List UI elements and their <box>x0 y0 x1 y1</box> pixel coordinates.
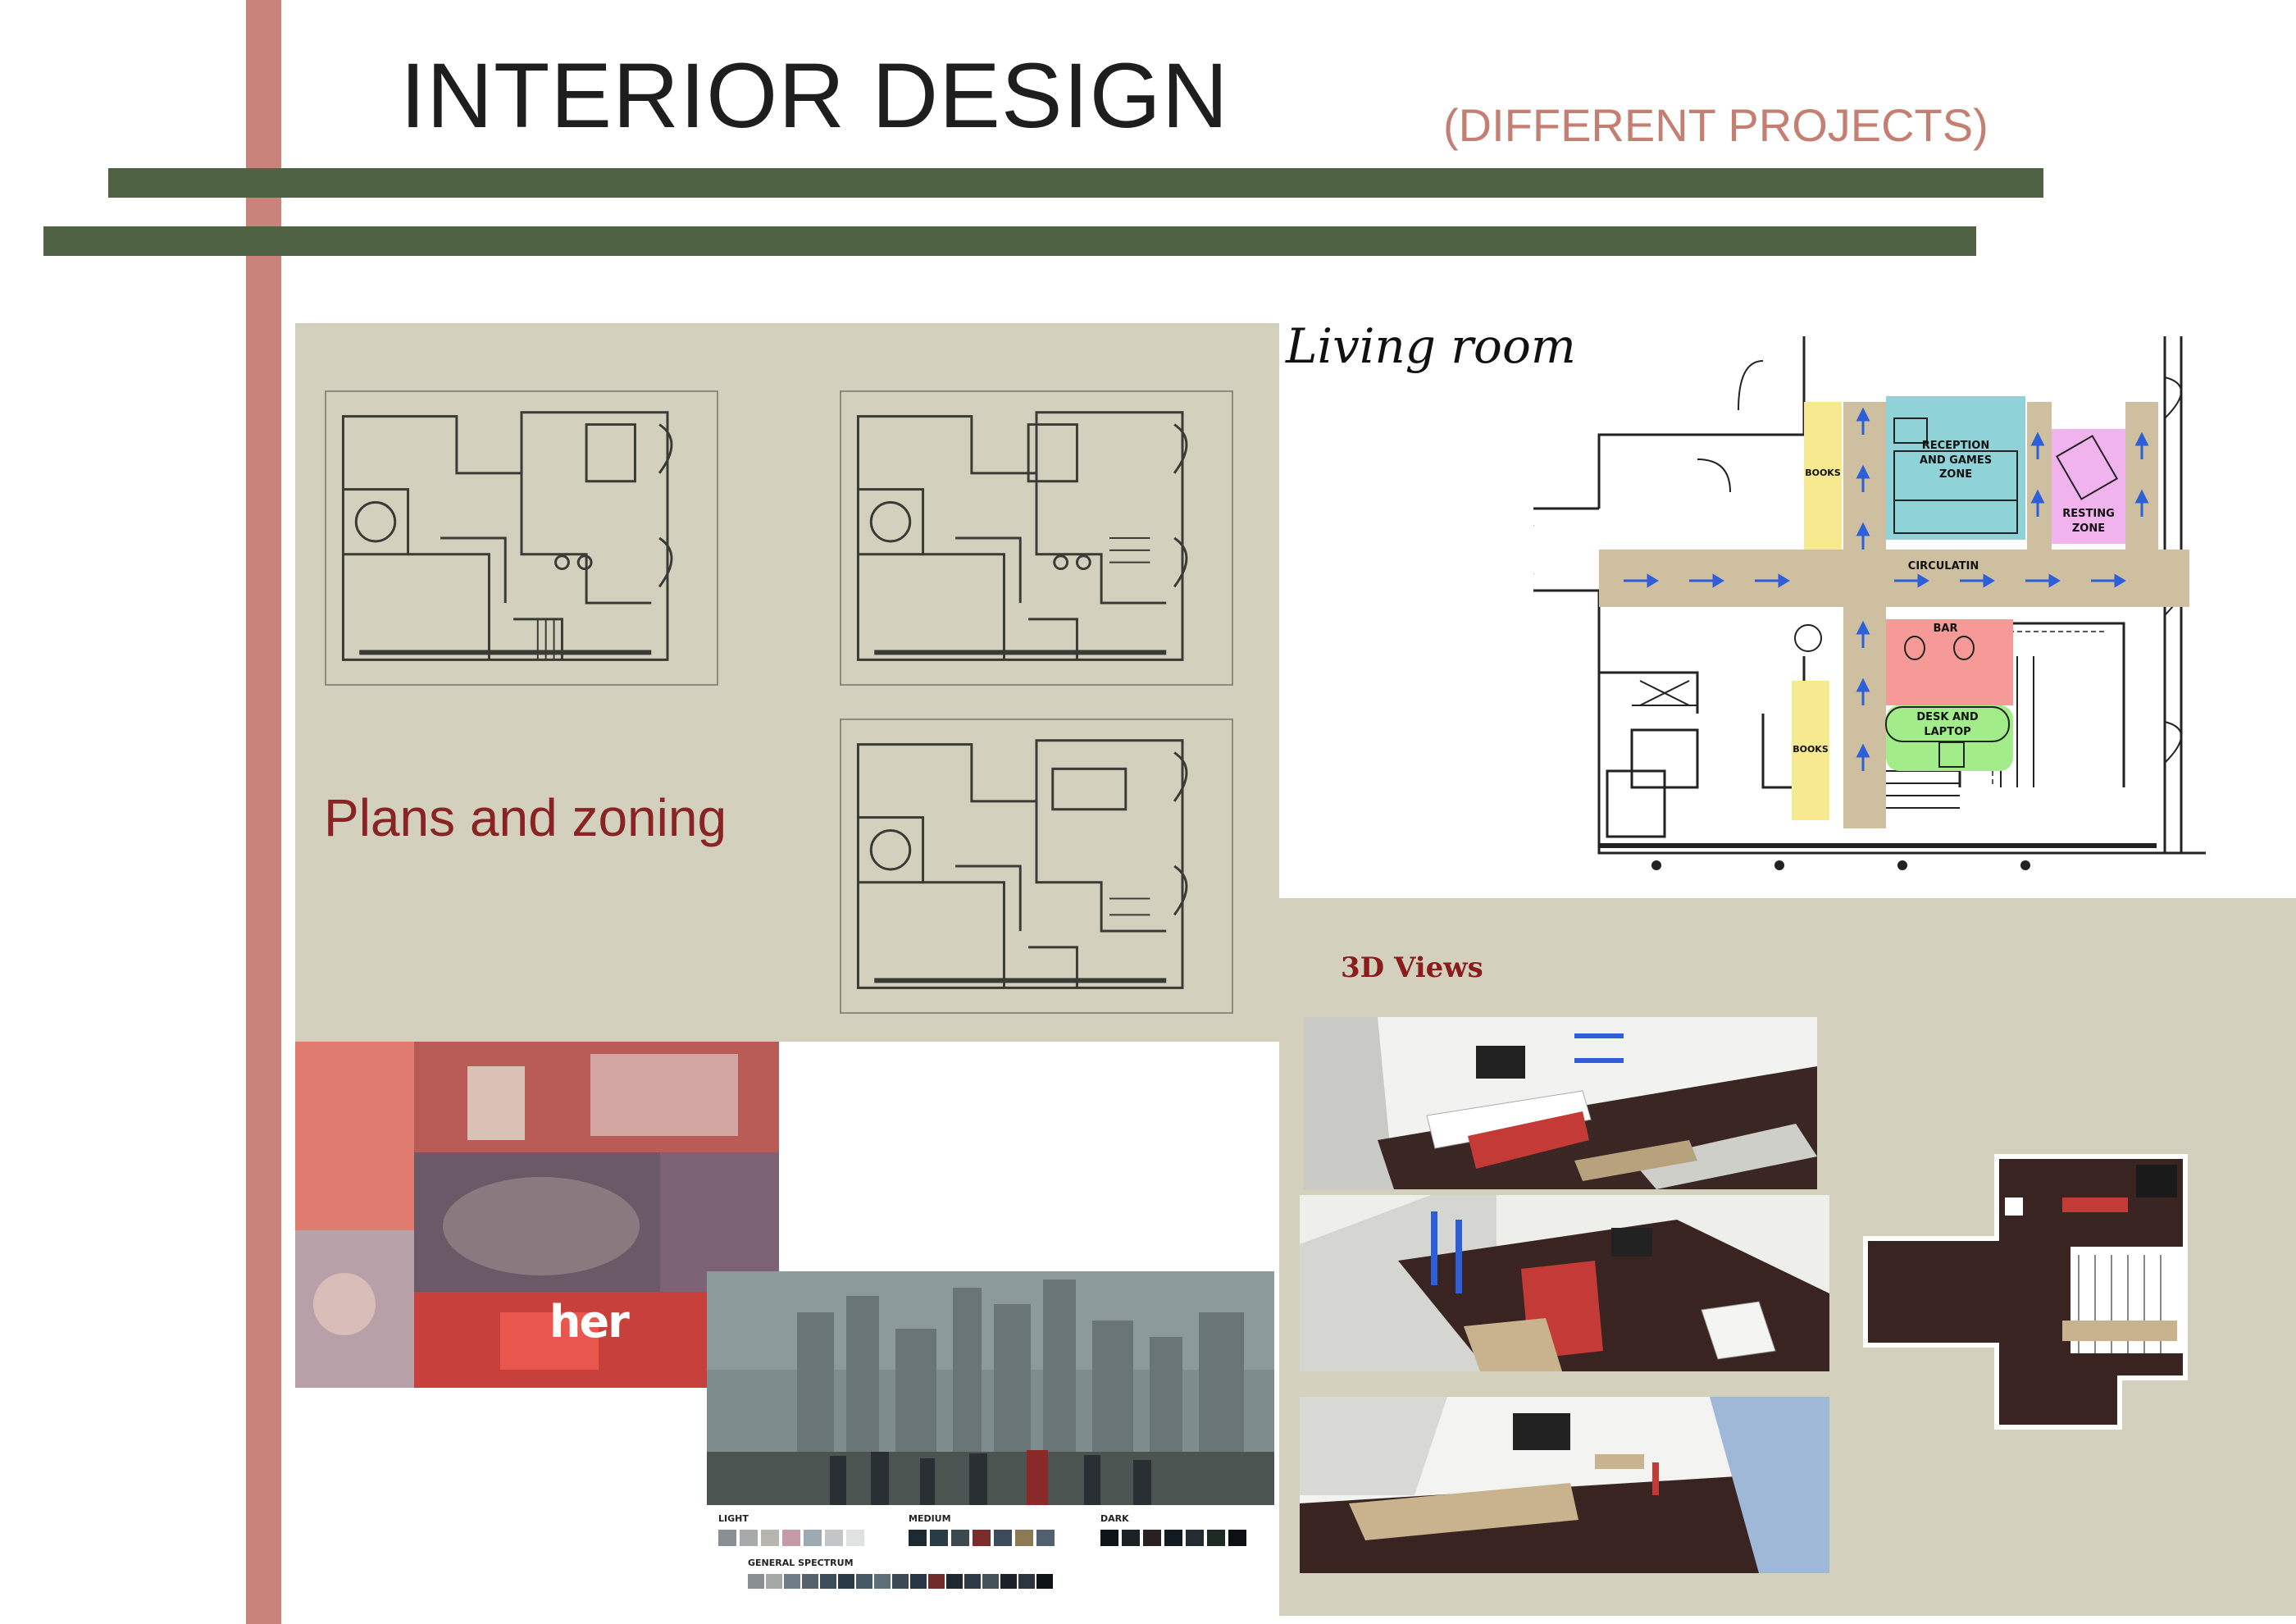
render-image <box>1300 1195 1829 1371</box>
palette-swatch-dark-4 <box>1186 1530 1204 1546</box>
palette-light-label: LIGHT <box>718 1513 749 1524</box>
render-image <box>1304 1017 1817 1189</box>
zone-books-bottom: BOOKS <box>1793 744 1829 755</box>
header-rule-top <box>108 168 2043 198</box>
palette-swatch-dark-2 <box>1143 1530 1161 1546</box>
palette-swatch-light-1 <box>740 1530 758 1546</box>
palette-swatch-spectrum-14 <box>1000 1574 1017 1589</box>
color-palette: LIGHT MEDIUM DARK GENERAL SPECTRUM <box>707 1505 1274 1595</box>
palette-swatch-spectrum-15 <box>1018 1574 1035 1589</box>
zone-resting: RESTING ZONE <box>2062 508 2115 535</box>
render-view-1 <box>1304 1017 1817 1189</box>
palette-swatch-medium-4 <box>994 1530 1012 1546</box>
accent-stripe <box>246 0 281 1624</box>
render-top-view <box>1857 1140 2210 1435</box>
palette-swatch-medium-2 <box>951 1530 969 1546</box>
palette-spectrum-label: GENERAL SPECTRUM <box>748 1558 854 1568</box>
palette-swatch-spectrum-5 <box>838 1574 854 1589</box>
living-room-plan: BOOKS RECEPTION AND GAMES ZONE RESTING Z… <box>1520 328 2239 894</box>
palette-swatch-light-3 <box>782 1530 800 1546</box>
zone-circulation: CIRCULATIN <box>1907 560 1979 573</box>
palette-swatch-spectrum-16 <box>1036 1574 1053 1589</box>
palette-swatch-spectrum-1 <box>766 1574 782 1589</box>
zone-reception: RECEPTION AND GAMES ZONE <box>1919 440 1993 481</box>
palette-swatch-dark-5 <box>1207 1530 1225 1546</box>
render-view-2 <box>1300 1195 1829 1371</box>
palette-swatch-light-6 <box>846 1530 864 1546</box>
views-title: 3D Views <box>1341 951 1483 984</box>
palette-swatch-light-4 <box>804 1530 822 1546</box>
palette-swatch-dark-6 <box>1228 1530 1246 1546</box>
palette-swatch-light-5 <box>825 1530 843 1546</box>
palette-swatch-medium-1 <box>930 1530 948 1546</box>
zoning-plan-3 <box>840 718 1233 1014</box>
render-image <box>1300 1397 1829 1573</box>
palette-swatch-medium-5 <box>1015 1530 1033 1546</box>
palette-swatch-medium-6 <box>1036 1530 1055 1546</box>
palette-swatch-spectrum-6 <box>856 1574 872 1589</box>
page-subtitle: (DIFFERENT PROJECTS) <box>1443 99 1988 151</box>
palette-dark-swatches <box>1100 1530 1246 1546</box>
living-room-plan-drawing <box>1520 336 2206 870</box>
palette-swatch-light-2 <box>761 1530 779 1546</box>
zone-books-top: BOOKS <box>1805 468 1841 478</box>
zoning-plan-2 <box>840 390 1233 686</box>
zoning-plan-1 <box>325 390 718 686</box>
palette-spectrum-swatches <box>748 1574 1053 1589</box>
zone-bar: BAR <box>1933 623 1958 635</box>
floor-plan-drawing <box>341 411 673 661</box>
floor-plan-drawing <box>856 411 1188 661</box>
palette-swatch-medium-0 <box>909 1530 927 1546</box>
circulation-arrows <box>1624 407 2149 771</box>
moodboard-logo: her <box>549 1296 630 1348</box>
header-rule-bottom <box>43 226 1976 256</box>
palette-dark-label: DARK <box>1100 1513 1129 1524</box>
palette-swatch-medium-3 <box>973 1530 991 1546</box>
film-still-image <box>707 1271 1274 1505</box>
palette-swatch-spectrum-0 <box>748 1574 764 1589</box>
palette-swatch-dark-3 <box>1164 1530 1182 1546</box>
palette-swatch-spectrum-8 <box>892 1574 909 1589</box>
palette-swatch-spectrum-13 <box>982 1574 999 1589</box>
palette-swatch-light-0 <box>718 1530 736 1546</box>
palette-swatch-spectrum-3 <box>802 1574 818 1589</box>
render-view-3 <box>1300 1397 1829 1573</box>
palette-swatch-spectrum-11 <box>946 1574 963 1589</box>
palette-swatch-spectrum-9 <box>910 1574 927 1589</box>
film-still <box>707 1271 1274 1505</box>
render-image <box>1863 1154 2188 1430</box>
moodboard-collage: her <box>295 1042 779 1388</box>
palette-light-swatches <box>718 1530 864 1546</box>
palette-swatch-spectrum-4 <box>820 1574 836 1589</box>
floor-plan-drawing <box>856 739 1188 989</box>
zone-desk: DESK AND LAPTOP <box>1916 711 1979 738</box>
palette-medium-label: MEDIUM <box>909 1513 951 1524</box>
moodboard-image <box>295 1042 779 1388</box>
living-room-title: Living room <box>1286 318 1576 374</box>
palette-swatch-spectrum-12 <box>964 1574 981 1589</box>
page-title: INTERIOR DESIGN <box>400 44 1229 147</box>
palette-swatch-dark-1 <box>1122 1530 1140 1546</box>
palette-swatch-spectrum-10 <box>928 1574 945 1589</box>
palette-medium-swatches <box>909 1530 1055 1546</box>
palette-swatch-spectrum-2 <box>784 1574 800 1589</box>
palette-swatch-spectrum-7 <box>874 1574 891 1589</box>
palette-swatch-dark-0 <box>1100 1530 1118 1546</box>
plans-caption: Plans and zoning <box>324 788 727 847</box>
